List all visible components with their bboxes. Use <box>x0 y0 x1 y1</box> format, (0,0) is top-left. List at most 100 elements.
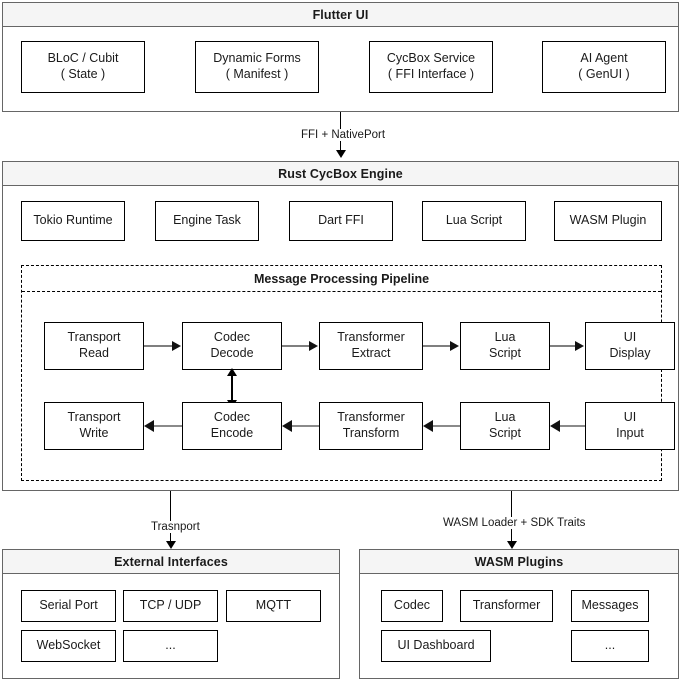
node-plugin-transformer[interactable]: Transformer <box>460 590 553 622</box>
node-plugin-messages-label: Messages <box>581 598 639 613</box>
node-codec-encode-line1: Codec <box>213 410 251 425</box>
node-transformer-extract-line2: Extract <box>351 346 391 360</box>
arrowhead-transformer-extract-in <box>309 340 318 351</box>
node-bloc-cubit-line1: BLoC / Cubit <box>47 51 119 66</box>
node-lua-script-outbound[interactable]: Lua Script <box>460 402 550 450</box>
node-wasm-plugin[interactable]: WASM Plugin <box>554 201 662 241</box>
node-dynamic-forms[interactable]: Dynamic Forms ( Manifest ) <box>195 41 319 93</box>
node-serial-port-label: Serial Port <box>39 598 98 613</box>
node-lua-script-inbound[interactable]: Lua Script <box>460 322 550 370</box>
node-ui-display[interactable]: UI Display <box>585 322 675 370</box>
node-transport-read-line1: Transport <box>67 330 121 345</box>
node-codec-decode-line1: Codec <box>213 330 251 345</box>
node-transformer-extract-line1: Transformer <box>337 330 405 345</box>
node-lua-script-inbound-line2: Script <box>489 346 521 360</box>
connector-transport-arrowhead <box>166 541 176 549</box>
node-websocket[interactable]: WebSocket <box>21 630 116 662</box>
node-transport-write-line1: Transport <box>67 410 121 425</box>
panel-rust-engine-header: Rust CycBox Engine <box>3 162 678 186</box>
node-cycbox-service-line2: ( FFI Interface ) <box>387 67 475 81</box>
panel-external-interfaces-header: External Interfaces <box>3 550 339 574</box>
node-plugin-codec[interactable]: Codec <box>381 590 443 622</box>
node-transport-read-line2: Read <box>79 346 109 360</box>
node-dynamic-forms-line1: Dynamic Forms <box>213 51 301 66</box>
node-transformer-extract[interactable]: Transformer Extract <box>319 322 423 370</box>
group-message-pipeline: Message Processing Pipeline Transport Re… <box>21 265 675 481</box>
node-ui-display-line2: Display <box>609 346 651 360</box>
node-engine-task[interactable]: Engine Task <box>155 201 259 241</box>
arrowhead-transport-write-in <box>144 420 154 432</box>
node-dart-ffi[interactable]: Dart FFI <box>289 201 393 241</box>
node-transformer-transform-line1: Transformer <box>337 410 405 425</box>
node-ui-input-line1: UI <box>623 410 637 425</box>
arrow-transformer-extract-to-lua-script <box>423 345 455 347</box>
node-codec-encode-line2: Encode <box>210 426 254 440</box>
arrow-transport-read-to-codec-decode <box>144 345 178 347</box>
connector-codec-link-arrow-up <box>227 368 237 376</box>
node-ui-input-line2: Input <box>616 426 644 440</box>
node-lua-script-engine[interactable]: Lua Script <box>422 201 526 241</box>
node-lua-script-engine-label: Lua Script <box>445 213 503 228</box>
connector-transport-label: Trasnport <box>148 521 203 533</box>
node-codec-encode[interactable]: Codec Encode <box>182 402 282 450</box>
node-websocket-label: WebSocket <box>36 638 101 653</box>
node-ai-agent-line2: ( GenUI ) <box>578 67 630 81</box>
arrowhead-ui-display-in <box>575 340 584 351</box>
node-tokio-runtime[interactable]: Tokio Runtime <box>21 201 125 241</box>
arrowhead-transformer-transform-in <box>423 420 433 432</box>
node-plugin-codec-label: Codec <box>393 598 431 613</box>
node-bloc-cubit[interactable]: BLoC / Cubit ( State ) <box>21 41 145 93</box>
panel-flutter-ui: Flutter UI BLoC / Cubit ( State ) Dynami… <box>2 2 679 112</box>
panel-external-interfaces-title: External Interfaces <box>114 554 228 569</box>
connector-ffi-label: FFI + NativePort <box>298 129 389 141</box>
node-tcp-udp[interactable]: TCP / UDP <box>123 590 218 622</box>
connector-transport-line <box>170 491 171 543</box>
panel-flutter-ui-header: Flutter UI <box>3 3 678 27</box>
group-message-pipeline-title: Message Processing Pipeline <box>22 266 661 292</box>
node-plugin-messages[interactable]: Messages <box>571 590 649 622</box>
arrowhead-codec-decode-in <box>172 340 181 351</box>
node-wasm-plugin-label: WASM Plugin <box>569 213 647 228</box>
node-plugin-more-label: ... <box>604 638 616 653</box>
arrow-codec-decode-to-transformer-extract <box>282 345 314 347</box>
node-plugin-transformer-label: Transformer <box>472 598 541 613</box>
node-mqtt[interactable]: MQTT <box>226 590 321 622</box>
node-lua-script-outbound-line2: Script <box>489 426 521 440</box>
node-cycbox-service[interactable]: CycBox Service ( FFI Interface ) <box>369 41 493 93</box>
panel-wasm-plugins-header: WASM Plugins <box>360 550 678 574</box>
node-bloc-cubit-line2: ( State ) <box>60 67 106 81</box>
panel-external-interfaces: External Interfaces Serial Port TCP / UD… <box>2 549 340 679</box>
node-ai-agent[interactable]: AI Agent ( GenUI ) <box>542 41 666 93</box>
node-ai-agent-line1: AI Agent <box>580 51 628 66</box>
arrow-transformer-transform-to-codec-encode <box>288 424 319 428</box>
node-plugin-ui-dashboard[interactable]: UI Dashboard <box>381 630 491 662</box>
panel-flutter-ui-title: Flutter UI <box>312 7 369 22</box>
connector-ffi-arrowhead <box>336 150 346 158</box>
connector-wasm-arrowhead <box>507 541 517 549</box>
node-transport-write[interactable]: Transport Write <box>44 402 144 450</box>
node-codec-decode[interactable]: Codec Decode <box>182 322 282 370</box>
node-plugin-more[interactable]: ... <box>571 630 649 662</box>
node-plugin-ui-dashboard-label: UI Dashboard <box>397 638 475 653</box>
node-transformer-transform-line2: Transform <box>342 426 400 440</box>
node-cycbox-service-line1: CycBox Service <box>386 51 476 66</box>
connector-wasm-label: WASM Loader + SDK Traits <box>440 517 589 529</box>
node-external-more[interactable]: ... <box>123 630 218 662</box>
node-mqtt-label: MQTT <box>255 598 292 613</box>
arrowhead-codec-encode-in <box>282 420 292 432</box>
arrow-ui-input-to-lua-script <box>556 424 585 428</box>
node-serial-port[interactable]: Serial Port <box>21 590 116 622</box>
node-engine-task-label: Engine Task <box>173 213 241 228</box>
group-message-pipeline-title-label: Message Processing Pipeline <box>253 271 430 286</box>
node-tcp-udp-label: TCP / UDP <box>139 598 202 613</box>
panel-rust-engine-title: Rust CycBox Engine <box>278 166 403 181</box>
node-ui-display-line1: UI <box>623 330 637 345</box>
node-ui-input[interactable]: UI Input <box>585 402 675 450</box>
arrow-codec-encode-to-transport-write <box>150 424 182 428</box>
arrowhead-lua-script-outbound-in <box>550 420 560 432</box>
node-transformer-transform[interactable]: Transformer Transform <box>319 402 423 450</box>
node-transport-read[interactable]: Transport Read <box>44 322 144 370</box>
arrow-lua-script-to-transformer-transform <box>429 424 460 428</box>
panel-wasm-plugins-title: WASM Plugins <box>474 554 564 569</box>
